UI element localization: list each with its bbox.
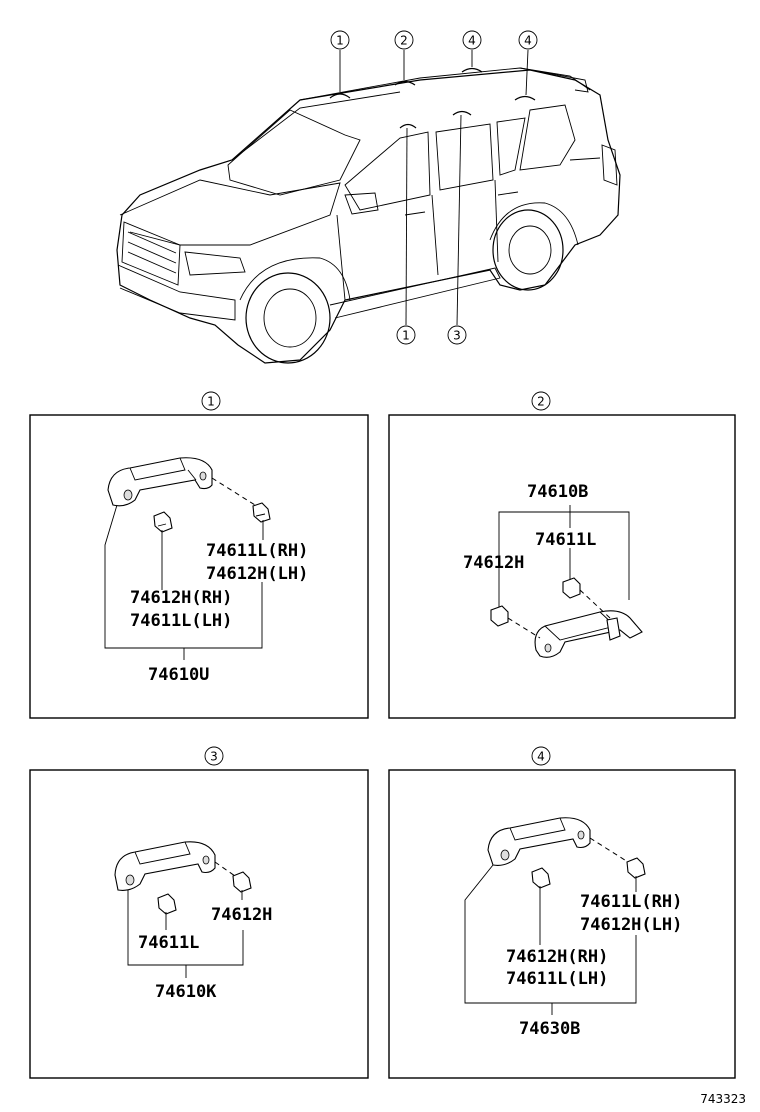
svg-text:4: 4: [468, 34, 476, 48]
figure-code: 743323: [700, 1092, 746, 1106]
svg-text:1: 1: [336, 34, 344, 48]
callout-1-bottom: 1: [396, 325, 416, 345]
clip-part-a: [562, 577, 581, 599]
svg-text:4: 4: [524, 34, 532, 48]
label-74612H: 74612H: [211, 905, 272, 925]
label-74612H-RH: 74612H(RH): [130, 588, 232, 608]
panel-2-frame: [388, 414, 736, 719]
callout-2-top: 2: [394, 30, 414, 50]
label-74611L-RH: 74611L(RH): [206, 541, 308, 561]
clip-part-right: [252, 502, 271, 523]
clip-part-right: [232, 871, 252, 893]
clip-part-left: [153, 511, 173, 533]
clip-part-left: [157, 893, 177, 915]
panel-3-frame: [29, 769, 369, 1079]
vehicle-illustration: 1 2 4 4 1 3: [116, 30, 621, 364]
label-74611L-LH: 74611L(LH): [130, 611, 232, 631]
label-74612H-LH: 74612H(LH): [580, 915, 682, 935]
svg-text:2: 2: [400, 34, 408, 48]
callout-1-top: 1: [330, 30, 350, 50]
label-assembly: 74630B: [519, 1019, 580, 1039]
panel-4: 4 74611L(RH) 74612H(LH) 74612H(RH) 74611…: [388, 746, 736, 1079]
callout-3-bottom: 3: [447, 325, 467, 345]
panel-3-number: 3: [210, 750, 218, 764]
label-74611L: 74611L: [535, 530, 596, 550]
callout-4-top-b: 4: [518, 30, 538, 50]
panel-1-number: 1: [207, 395, 215, 409]
grip-handle-part: [107, 457, 213, 507]
panel-1-frame: [29, 414, 369, 719]
panel-1: 1 74611L(RH) 74612H(LH) 74612H(RH) 74611…: [29, 391, 369, 719]
label-assembly: 74610U: [148, 665, 209, 685]
panel-2-number: 2: [537, 395, 545, 409]
svg-text:1: 1: [402, 329, 410, 343]
label-assembly: 74610K: [155, 982, 217, 1002]
label-74611L-LH: 74611L(LH): [506, 969, 608, 989]
panel-3: 3 74612H 74611L 74610K: [29, 746, 369, 1079]
label-74612H-LH: 74612H(LH): [206, 564, 308, 584]
callout-4-top-a: 4: [462, 30, 482, 50]
panel-2: 2 74610B 74611L 74612H: [388, 391, 736, 719]
label-assembly: 74610B: [527, 482, 588, 502]
label-74611L: 74611L: [138, 933, 199, 953]
grip-handle-part: [487, 817, 591, 866]
clip-part-left: [531, 867, 551, 889]
panel-4-frame: [388, 769, 736, 1079]
grip-handle-part: [114, 841, 216, 891]
grip-handle-part: [534, 610, 643, 658]
svg-text:3: 3: [453, 329, 461, 343]
clip-part-right: [626, 857, 646, 879]
label-74612H-RH: 74612H(RH): [506, 947, 608, 967]
clip-part-b: [490, 605, 509, 627]
label-74612H: 74612H: [463, 553, 524, 573]
panel-4-number: 4: [537, 750, 545, 764]
label-74611L-RH: 74611L(RH): [580, 892, 682, 912]
